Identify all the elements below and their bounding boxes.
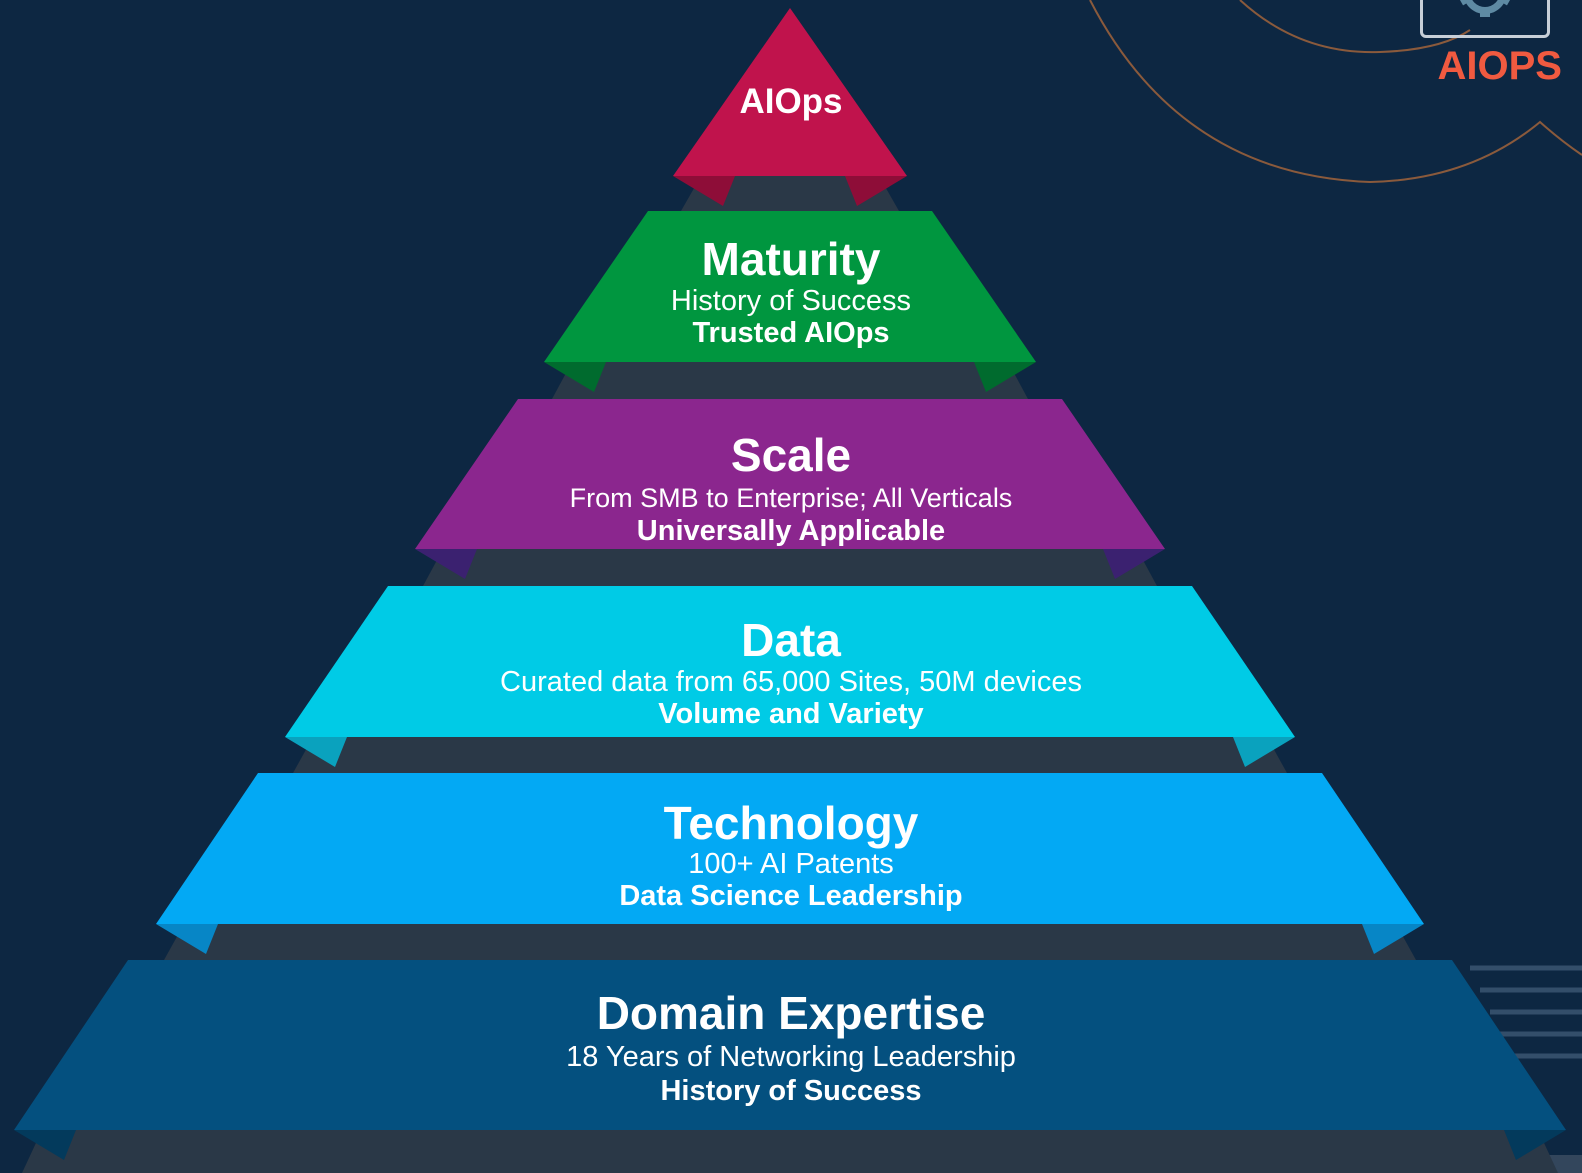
- tier-gap-band-data: [293, 737, 1287, 773]
- tier-gap-band-maturity: [552, 362, 1028, 399]
- tier-data-subtitle: Curated data from 65,000 Sites, 50M devi…: [500, 666, 1082, 698]
- tier-face-maturity: [544, 211, 1036, 362]
- ai-gear-icon: AI: [1458, 0, 1512, 17]
- tier-domain-expertise: Domain Expertise 18 Years of Networking …: [0, 986, 1582, 1108]
- tier-technology-title: Technology: [663, 797, 919, 849]
- tier-domain-expertise-title: Domain Expertise: [596, 987, 986, 1039]
- tier-technology-tagline: Data Science Leadership: [619, 880, 963, 912]
- tier-data: Data Curated data from 65,000 Sites, 50M…: [0, 614, 1582, 730]
- tier-gap-band-technology: [164, 924, 1416, 960]
- tier-maturity-subtitle: History of Success: [670, 285, 912, 317]
- tier-maturity-title: Maturity: [701, 233, 881, 285]
- tier-scale-tagline: Universally Applicable: [636, 515, 946, 547]
- tier-aiops: AIOps: [0, 82, 1582, 121]
- logo-frame: [1420, 0, 1550, 38]
- tier-fold-right-scale: [1103, 549, 1165, 579]
- tier-face-scale: [415, 399, 1165, 549]
- tier-scale-subtitle: From SMB to Enterprise; All Verticals: [569, 483, 1013, 513]
- logo-badge-text: AI: [1477, 0, 1494, 3]
- tier-data-title: Data: [741, 614, 841, 666]
- tier-fold-right-data: [1233, 737, 1295, 767]
- tier-scale: Scale From SMB to Enterprise; All Vertic…: [0, 428, 1582, 548]
- tier-data-tagline: Volume and Variety: [658, 698, 924, 730]
- tier-fold-left-scale: [415, 549, 477, 579]
- tier-technology-subtitle: 100+ AI Patents: [688, 848, 894, 880]
- tier-fold-left-maturity: [544, 362, 606, 392]
- tier-fold-right-domain-expertise: [1504, 1130, 1566, 1160]
- tier-fold-left-data: [285, 737, 347, 767]
- tier-domain-expertise-subtitle: 18 Years of Networking Leadership: [566, 1041, 1016, 1073]
- tier-scale-title: Scale: [730, 429, 852, 481]
- tier-domain-expertise-tagline: History of Success: [660, 1075, 922, 1107]
- pyramid-layers: [14, 8, 1566, 1173]
- tier-maturity-tagline: Trusted AIOps: [692, 317, 890, 349]
- tier-aiops-title: AIOps: [739, 82, 843, 121]
- tier-fold-right-maturity: [974, 362, 1036, 392]
- tier-fold-right-technology: [1362, 924, 1424, 954]
- tier-fold-left-technology: [156, 924, 218, 954]
- tier-face-technology: [156, 773, 1424, 924]
- tier-fold-left-domain-expertise: [14, 1130, 76, 1160]
- tier-face-domain-expertise: [14, 960, 1566, 1130]
- tier-gap-band-aiops: [681, 176, 899, 211]
- tier-gap-band-domain-expertise: [22, 1130, 1558, 1173]
- tier-face-aiops: [673, 8, 907, 176]
- tier-technology: Technology 100+ AI Patents Data Science …: [0, 797, 1582, 913]
- tier-gap-band-scale: [423, 549, 1157, 586]
- tier-face-data: [285, 586, 1295, 737]
- tier-fold-right-aiops: [845, 176, 907, 206]
- tier-maturity: Maturity History of Success Trusted AIOp…: [0, 233, 1582, 349]
- tier-fold-left-aiops: [673, 176, 735, 206]
- logo-wordmark: AIOPS: [1437, 44, 1562, 88]
